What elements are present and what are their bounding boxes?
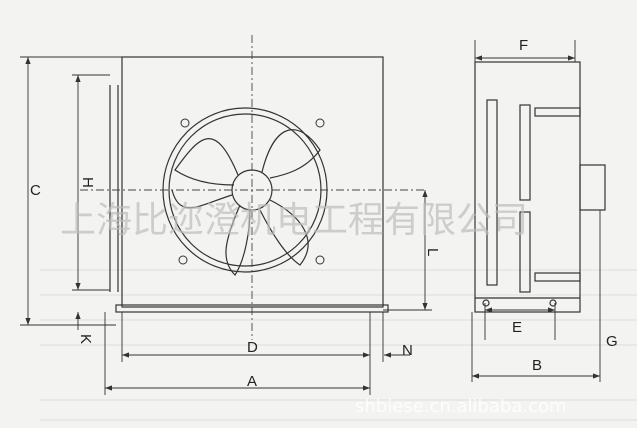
dimension-lines [20, 56, 432, 395]
label-c: C [30, 182, 41, 199]
label-l: L [424, 248, 441, 256]
side-coil-top [519, 104, 531, 201]
fan-blades [171, 129, 321, 276]
watermark-company: 上海比迩澄机电工程有限公司 [60, 200, 528, 241]
label-a: A [247, 373, 257, 390]
coil-tubes [109, 85, 119, 292]
label-h: H [79, 177, 96, 188]
unit-housing [121, 56, 384, 308]
label-d: D [247, 339, 258, 356]
label-e: E [512, 319, 522, 336]
front-view [109, 56, 389, 313]
background-table-ghost [40, 269, 637, 421]
label-f: F [519, 37, 528, 54]
label-b: B [532, 357, 542, 374]
screws [178, 118, 325, 265]
side-coil-left [486, 99, 498, 286]
watermark-site: shbiese.cn.alibaba.com [355, 396, 567, 417]
side-view [471, 40, 606, 382]
side-coil-bottom [519, 211, 531, 293]
center-lines [80, 35, 425, 340]
label-n: N [402, 342, 413, 359]
label-k: K [77, 334, 94, 344]
motor-projection [579, 164, 606, 211]
label-g: G [606, 333, 618, 350]
